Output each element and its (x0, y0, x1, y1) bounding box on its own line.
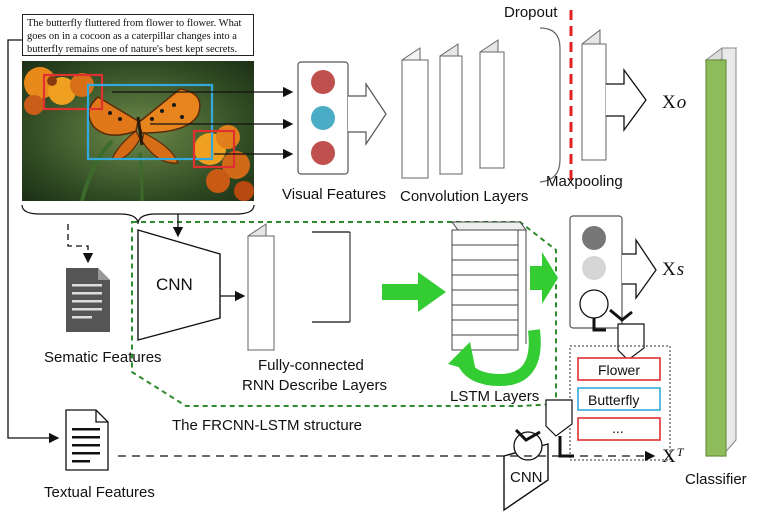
butterfly-photo (22, 61, 254, 201)
visual-features-label: Visual Features (282, 186, 386, 203)
xs-label: Xs (662, 259, 684, 280)
arrow-to-semantic (67, 224, 94, 264)
textual-document-icon (65, 409, 109, 471)
word-box-butterfly (577, 387, 661, 411)
semantic-document-icon (66, 268, 110, 332)
lstm-layers-label: LSTM Layers (450, 388, 539, 405)
classifier-block (704, 47, 738, 458)
loop-arrow-bottom-right (558, 436, 574, 458)
word-more: ... (612, 420, 624, 436)
visual-dot-red-bottom (311, 141, 335, 165)
cnn-top-block (137, 229, 221, 341)
lstm-recurrent-arrow (456, 329, 541, 387)
butterfly-photo-art (22, 61, 254, 201)
semantic-output-block (569, 215, 657, 329)
word-butterfly: Butterfly (588, 392, 639, 408)
caption-text-box: The butterfly fluttered from flower to f… (22, 14, 254, 56)
flower-cluster-right (194, 125, 254, 201)
word-box-more (577, 417, 661, 441)
green-arrow-to-lstm (382, 272, 446, 312)
bbox-flower-right (192, 129, 236, 169)
flower-cluster-left (24, 67, 94, 115)
frcnn-structure-label: The FRCNN-LSTM structure (172, 417, 362, 434)
visual-features-block (297, 61, 387, 175)
mini-cnn-top (617, 323, 645, 361)
bbox-flower-left (42, 73, 104, 111)
photo-brace (21, 204, 255, 225)
visual-dot-red-top (311, 70, 335, 94)
bbox-butterfly (86, 83, 214, 161)
loop-arrow-top (609, 308, 633, 322)
word-flower: Flower (598, 362, 640, 378)
convolution-layers-block (401, 27, 561, 183)
mini-cnn-bottom (545, 399, 573, 437)
cnn-bottom-label: CNN (510, 469, 543, 486)
fc-label-line2: RNN Describe Layers (242, 377, 387, 394)
convolution-layers-label: Convolution Layers (400, 188, 528, 205)
fc-label-line1: Fully-connected (258, 357, 364, 374)
semantic-features-label: Sematic Features (44, 349, 162, 366)
cnn-bottom-node (513, 431, 543, 461)
lstm-stack (451, 221, 527, 351)
visual-block-arrow (348, 82, 387, 146)
fully-connected-layer (247, 223, 275, 352)
dropout-label: Dropout (504, 4, 558, 21)
frcnn-lstm-boundary (131, 221, 557, 407)
xt-label: XT (662, 445, 685, 467)
visual-dot-teal (311, 106, 335, 130)
caption-text: The butterfly fluttered from flower to f… (27, 18, 242, 55)
word-panel (569, 345, 671, 461)
green-arrow-to-semantic-out (530, 252, 558, 304)
loop-arrow-left (592, 318, 606, 332)
word-box-flower (577, 357, 661, 381)
xo-label: Xo (662, 92, 686, 113)
maxpool-layer (581, 28, 647, 162)
cnn-top-label: CNN (156, 275, 193, 294)
textual-features-label: Textual Features (44, 484, 155, 501)
loop-arrow-bottom (514, 428, 541, 442)
lstm-recurrent-arrowhead (448, 342, 476, 372)
maxpooling-label: Maxpooling (546, 173, 623, 190)
classifier-label: Classifier (685, 471, 747, 488)
arrow-caption-to-textual (7, 39, 60, 444)
